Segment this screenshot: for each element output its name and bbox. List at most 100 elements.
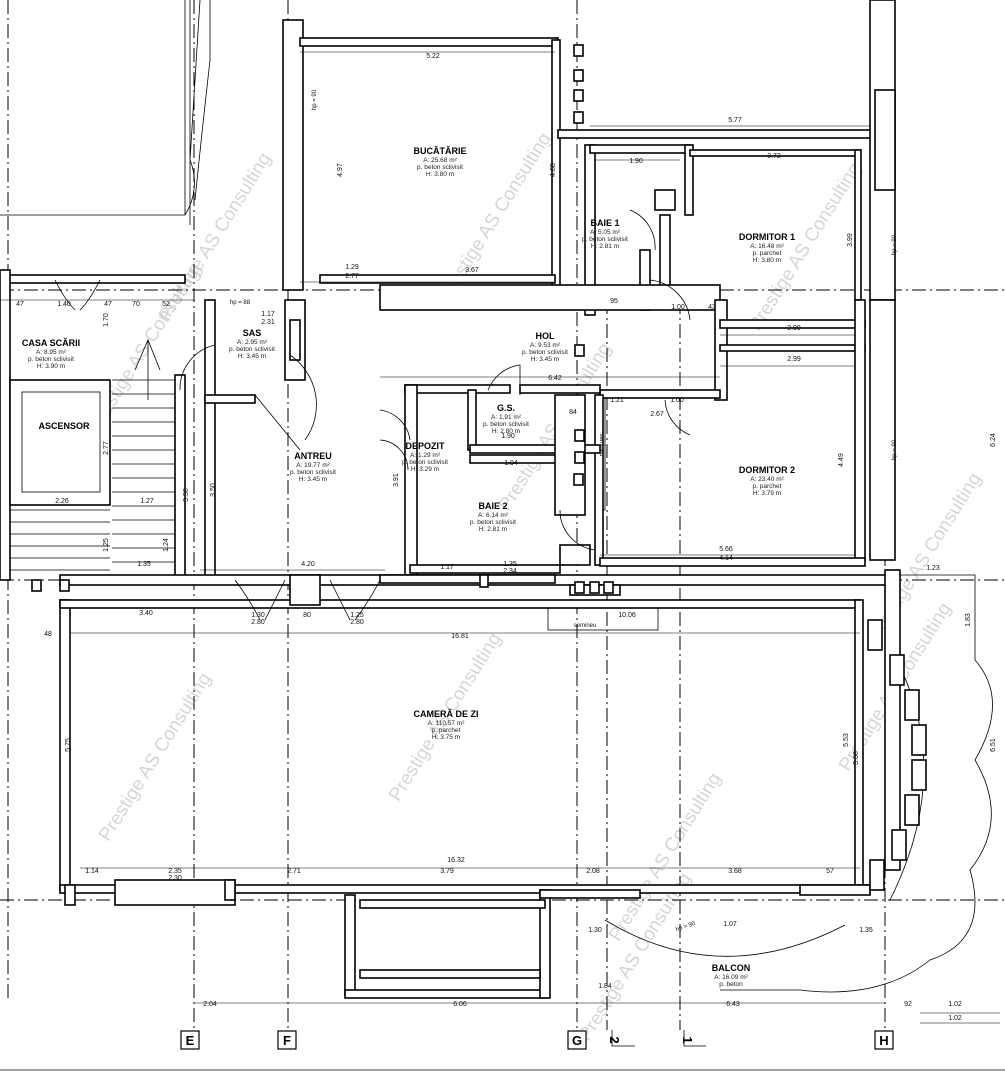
dimension-label: 1.17 bbox=[261, 311, 275, 318]
dimension-label: 1.07 bbox=[723, 921, 737, 928]
room-name: CASA SCĂRII bbox=[22, 338, 80, 348]
wall-segment bbox=[359, 969, 541, 979]
room-area: A: 25.68 m² bbox=[423, 157, 457, 164]
room-area: A: 23.40 m² bbox=[750, 476, 784, 483]
wall-segment bbox=[114, 879, 236, 906]
room-floor: p. beton sclivisit bbox=[229, 346, 275, 353]
dimension-label: 3.68 bbox=[853, 751, 860, 765]
door-swing bbox=[559, 509, 596, 551]
entrance-door-swing bbox=[54, 279, 101, 311]
room-floor: p. beton sclivisit bbox=[28, 356, 74, 363]
room-height: H: 3.80 m bbox=[426, 171, 454, 178]
bay-window-pier bbox=[904, 794, 920, 826]
room-height: H: 3.45 m bbox=[299, 476, 327, 483]
room-name: CAMERĂ DE ZI bbox=[414, 709, 479, 719]
wall-segment bbox=[874, 89, 896, 191]
wall-segment bbox=[282, 19, 304, 291]
wall-segment bbox=[599, 557, 866, 567]
room-area: A: 8.95 m² bbox=[36, 349, 67, 356]
wall-segment bbox=[869, 299, 896, 561]
wall-segment bbox=[319, 274, 556, 284]
column bbox=[59, 579, 70, 592]
room-area: A: 16.48 m² bbox=[750, 243, 784, 250]
room-height: H: 2.80 m bbox=[492, 428, 520, 435]
sill-height-label: hp = 88 bbox=[230, 300, 251, 306]
dimension-label: 2.80 bbox=[251, 619, 265, 626]
column bbox=[574, 344, 585, 357]
dimension-label: 70 bbox=[132, 301, 140, 308]
wall-segment bbox=[469, 444, 601, 454]
dimension-label: 4.49 bbox=[838, 453, 845, 467]
wall-segment bbox=[589, 144, 691, 154]
door-swing bbox=[629, 209, 656, 251]
room-name: HOL bbox=[536, 331, 556, 341]
dimension-label: 4.14 bbox=[719, 555, 733, 562]
wall-segment bbox=[379, 574, 556, 584]
door-swing bbox=[649, 279, 691, 321]
wall-segment bbox=[854, 299, 866, 561]
dimension-label: 1.00 bbox=[670, 397, 684, 404]
bay-window-pier bbox=[869, 859, 885, 891]
door-swing bbox=[179, 344, 216, 391]
wall-segment bbox=[59, 599, 861, 609]
room-floor: p. beton sclivisit bbox=[290, 469, 336, 476]
dimension-label: 16.32 bbox=[447, 857, 465, 864]
column bbox=[574, 451, 585, 464]
dimension-label: 1.35 bbox=[859, 927, 873, 934]
grid-axis-label: E bbox=[186, 1033, 195, 1048]
sill-height-label: hp = 90 bbox=[675, 921, 697, 934]
dimension-label: 43 bbox=[708, 304, 716, 311]
wall-segment bbox=[854, 149, 862, 301]
door-swing bbox=[664, 399, 691, 436]
dimension-label: 5.77 bbox=[728, 117, 742, 124]
door-swings bbox=[54, 209, 691, 621]
dimension-label: 3.79 bbox=[440, 868, 454, 875]
room-name: BAIE 2 bbox=[478, 501, 507, 511]
secondary-lines bbox=[0, 0, 993, 993]
up-arrow-icon bbox=[134, 338, 161, 400]
grid-axis-box bbox=[277, 1030, 297, 1050]
room-name: SAS bbox=[243, 328, 262, 338]
dimension-label: 52 bbox=[162, 301, 170, 308]
room-height: H: 3.45 m bbox=[531, 356, 559, 363]
dimension-label: 1.24 bbox=[163, 538, 170, 552]
room-floor: p. beton sclivisit bbox=[582, 236, 628, 243]
sill-height-label: hp = 90 bbox=[892, 439, 898, 460]
room-area: A: 110.57 m² bbox=[428, 720, 466, 727]
dimension-label: 1.90 bbox=[629, 158, 643, 165]
dimension-label: 47 bbox=[16, 301, 24, 308]
bay-window-pier bbox=[911, 724, 927, 756]
dimension-label: 1.25 bbox=[350, 612, 364, 619]
dimension-label: 5.66 bbox=[719, 546, 733, 553]
dimension-label: 6.06 bbox=[453, 1001, 467, 1008]
wall-segment bbox=[599, 389, 721, 399]
dimension-label: 6.42 bbox=[548, 375, 562, 382]
bay-window-pier bbox=[911, 759, 927, 791]
dimension-label: 2.35 bbox=[168, 868, 182, 875]
column bbox=[603, 581, 614, 594]
room-name: BALCON bbox=[712, 963, 751, 973]
dimension-label: 1.21 bbox=[610, 397, 624, 404]
door-swing bbox=[487, 364, 521, 395]
wall-segment bbox=[409, 564, 561, 574]
dimension-label: 1.35 bbox=[503, 561, 517, 568]
wall-segment bbox=[539, 889, 641, 899]
wall-segment bbox=[479, 574, 489, 588]
wall-segment bbox=[344, 894, 356, 996]
room-name: G.S. bbox=[497, 403, 515, 413]
bay-window-pier bbox=[891, 829, 907, 861]
dimension-label: 1.94 bbox=[504, 460, 518, 467]
section-marker bbox=[611, 1030, 706, 1047]
grid-axis-label: G bbox=[572, 1033, 582, 1048]
dimension-label: 2.71 bbox=[287, 868, 301, 875]
dimension-label: 80 bbox=[303, 612, 311, 619]
dimension-label: 2.04 bbox=[203, 1001, 217, 1008]
room-name: ANTREU bbox=[294, 451, 332, 461]
door-swing bbox=[379, 439, 409, 471]
dimension-label: 6.43 bbox=[726, 1001, 740, 1008]
